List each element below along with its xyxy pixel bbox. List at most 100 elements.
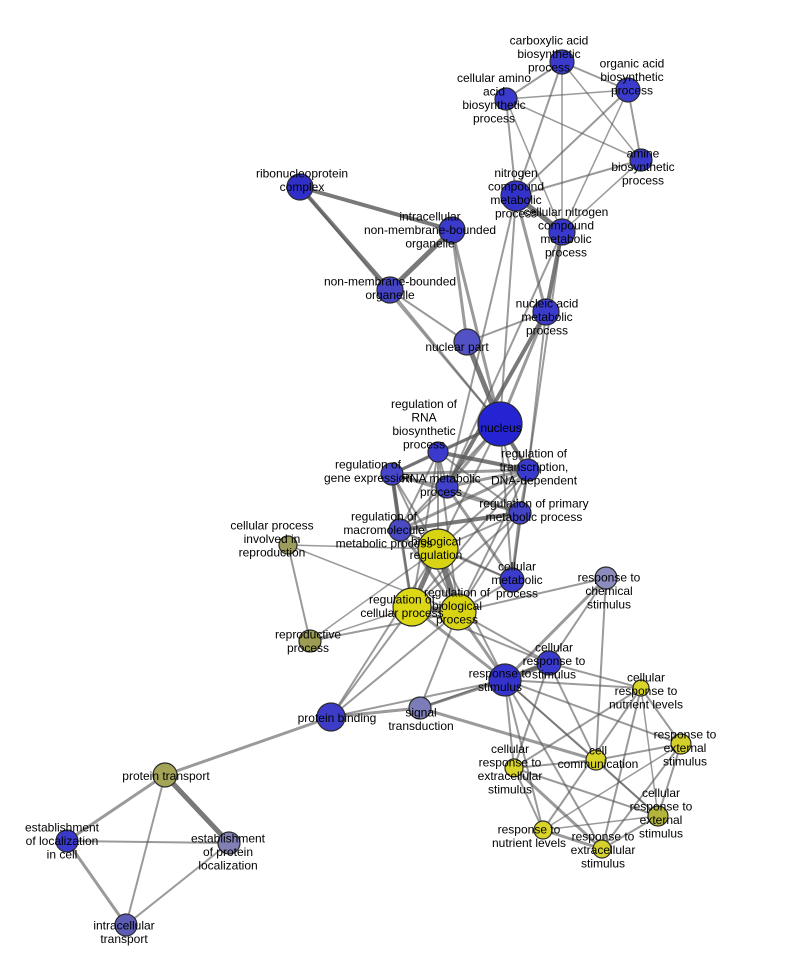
node-label-line: regulation of primary bbox=[479, 496, 588, 510]
node-rt[interactable] bbox=[516, 458, 540, 482]
node-pb[interactable] bbox=[316, 702, 346, 732]
node-label-line: compound bbox=[488, 179, 544, 193]
edge-rcs-crs bbox=[548, 577, 607, 664]
node-label-line: nutrient levels bbox=[492, 836, 566, 850]
edge-rn-rx bbox=[541, 828, 604, 851]
node-crx[interactable] bbox=[647, 805, 669, 827]
node-label-line: biosynthetic bbox=[611, 160, 674, 174]
node-res[interactable] bbox=[670, 733, 692, 755]
node-label-line: DNA-dependent bbox=[491, 474, 578, 488]
edge-pt-el bbox=[65, 773, 167, 843]
node-rx[interactable] bbox=[592, 839, 612, 859]
node-label-line: regulation of bbox=[369, 592, 436, 606]
edge-rs-rn bbox=[504, 679, 544, 831]
node-crs[interactable] bbox=[536, 650, 562, 676]
node-ep[interactable] bbox=[217, 831, 241, 855]
node-rp[interactable] bbox=[508, 501, 532, 525]
node-br[interactable] bbox=[417, 528, 459, 570]
node-label-line: regulation of bbox=[501, 447, 568, 461]
node-label-line: of localization bbox=[26, 834, 99, 848]
node-label-line: cellular bbox=[535, 641, 573, 655]
edge-nc-na bbox=[514, 194, 548, 314]
node-rmm[interactable] bbox=[388, 518, 412, 542]
node-rm[interactable] bbox=[435, 475, 459, 499]
node-pt[interactable] bbox=[152, 762, 178, 788]
node-label-line: process bbox=[528, 61, 570, 75]
node-na[interactable] bbox=[532, 298, 560, 326]
node-label-line: response to bbox=[654, 728, 717, 742]
node-cpr[interactable] bbox=[278, 535, 298, 555]
edge-np-na bbox=[466, 311, 547, 343]
node-label-line: organelle bbox=[365, 288, 415, 302]
node-label-line: cellular bbox=[491, 742, 529, 756]
node-label-line: organelle bbox=[405, 237, 455, 251]
node-np[interactable] bbox=[453, 328, 481, 356]
edge-io-no bbox=[387, 227, 455, 293]
node-rg[interactable] bbox=[380, 462, 404, 486]
node-no[interactable] bbox=[376, 276, 404, 304]
edge-cre-rn bbox=[513, 767, 544, 831]
node-label-line: involved in bbox=[244, 532, 301, 546]
node-io[interactable] bbox=[438, 216, 466, 244]
node-label-line: stimulus bbox=[532, 668, 576, 682]
edge-na-rt bbox=[527, 311, 547, 471]
edge-rep-br bbox=[309, 548, 439, 642]
node-rr[interactable] bbox=[427, 441, 449, 463]
node-aa[interactable] bbox=[494, 87, 518, 111]
node-rcp[interactable] bbox=[392, 587, 432, 627]
node-rcs[interactable] bbox=[594, 566, 618, 590]
node-label-line: RNA bbox=[411, 410, 436, 424]
edge-cpr-br bbox=[287, 544, 439, 550]
node-nc[interactable] bbox=[500, 180, 532, 212]
node-crn[interactable] bbox=[632, 679, 650, 697]
node-rn[interactable] bbox=[533, 820, 553, 840]
node-rep[interactable] bbox=[298, 629, 322, 653]
node-st[interactable] bbox=[408, 696, 432, 720]
edge-rc-io bbox=[298, 185, 454, 232]
node-rc[interactable] bbox=[286, 173, 314, 201]
node-label-line: process bbox=[436, 613, 478, 627]
node-layer bbox=[55, 49, 692, 937]
node-rs[interactable] bbox=[488, 663, 522, 697]
node-label-line: cellular bbox=[627, 671, 665, 685]
node-cn[interactable] bbox=[548, 218, 576, 246]
node-it[interactable] bbox=[114, 913, 138, 937]
node-oa[interactable] bbox=[615, 77, 641, 103]
node-cc[interactable] bbox=[585, 749, 607, 771]
node-label-line: process bbox=[403, 437, 445, 451]
node-cre[interactable] bbox=[504, 758, 524, 778]
node-label-line: process bbox=[611, 84, 653, 98]
edge-rs-rcp bbox=[410, 605, 507, 682]
node-label-line: response to bbox=[615, 684, 678, 698]
edge-res-crx bbox=[657, 743, 682, 817]
node-label-line: in cell bbox=[47, 848, 78, 862]
node-el[interactable] bbox=[55, 829, 79, 853]
edge-crs-crn bbox=[548, 662, 642, 689]
edge-rr-rp bbox=[437, 451, 521, 514]
edge-am-nc bbox=[515, 159, 642, 197]
edge-no-nu bbox=[389, 289, 501, 425]
node-label-line: metabolic process bbox=[336, 537, 433, 551]
node-label-line: biological bbox=[432, 599, 482, 613]
node-ca[interactable] bbox=[549, 49, 575, 75]
edge-crx-rn bbox=[542, 815, 659, 831]
edge-cpr-rep bbox=[287, 544, 311, 642]
edge-pb-rcp bbox=[330, 606, 413, 718]
node-rbp[interactable] bbox=[439, 593, 477, 631]
node-cm[interactable] bbox=[499, 567, 525, 593]
node-am[interactable] bbox=[629, 148, 653, 172]
node-label-line: metabolic process bbox=[486, 510, 583, 524]
node-label-line: extracellular bbox=[478, 769, 543, 783]
node-nu[interactable] bbox=[477, 401, 523, 447]
node-label-line: nitrogen bbox=[494, 166, 537, 180]
edge-crs-cre bbox=[513, 662, 550, 769]
edge-crx-rx bbox=[601, 815, 659, 850]
